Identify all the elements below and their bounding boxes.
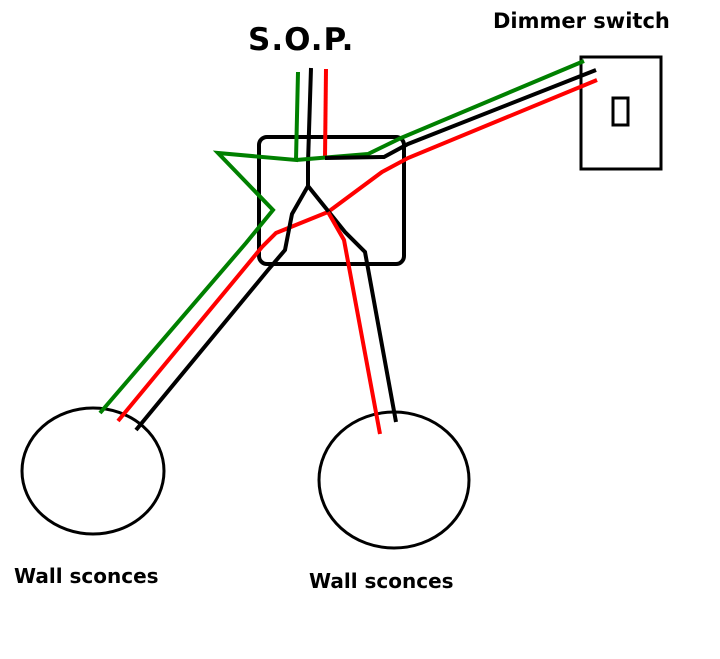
dimmer-neutral-wire (324, 68, 597, 160)
dimmer-switch-plate (579, 55, 663, 171)
source-label: S.O.P. (248, 22, 355, 58)
junction-box (257, 135, 406, 266)
left-sconce-neutral-wire (134, 185, 310, 432)
supply-hot-wire (323, 68, 328, 159)
wall-sconce-left (20, 406, 166, 536)
supply-ground-wire (98, 71, 300, 415)
right-sconce-neutral-wire (306, 184, 398, 423)
wall-sconce-right-label: Wall sconces (309, 569, 454, 593)
left-sconce-hot-wire (116, 210, 329, 423)
right-sconce-hot-wire (326, 211, 382, 435)
dimmer-hot-wire (326, 78, 598, 214)
dimmer-switch-label: Dimmer switch (493, 9, 670, 33)
wall-sconce-right (317, 410, 471, 550)
wall-sconce-left-label: Wall sconces (14, 564, 159, 588)
supply-neutral-wire (306, 67, 313, 186)
dimmer-switch-toggle (611, 96, 630, 127)
